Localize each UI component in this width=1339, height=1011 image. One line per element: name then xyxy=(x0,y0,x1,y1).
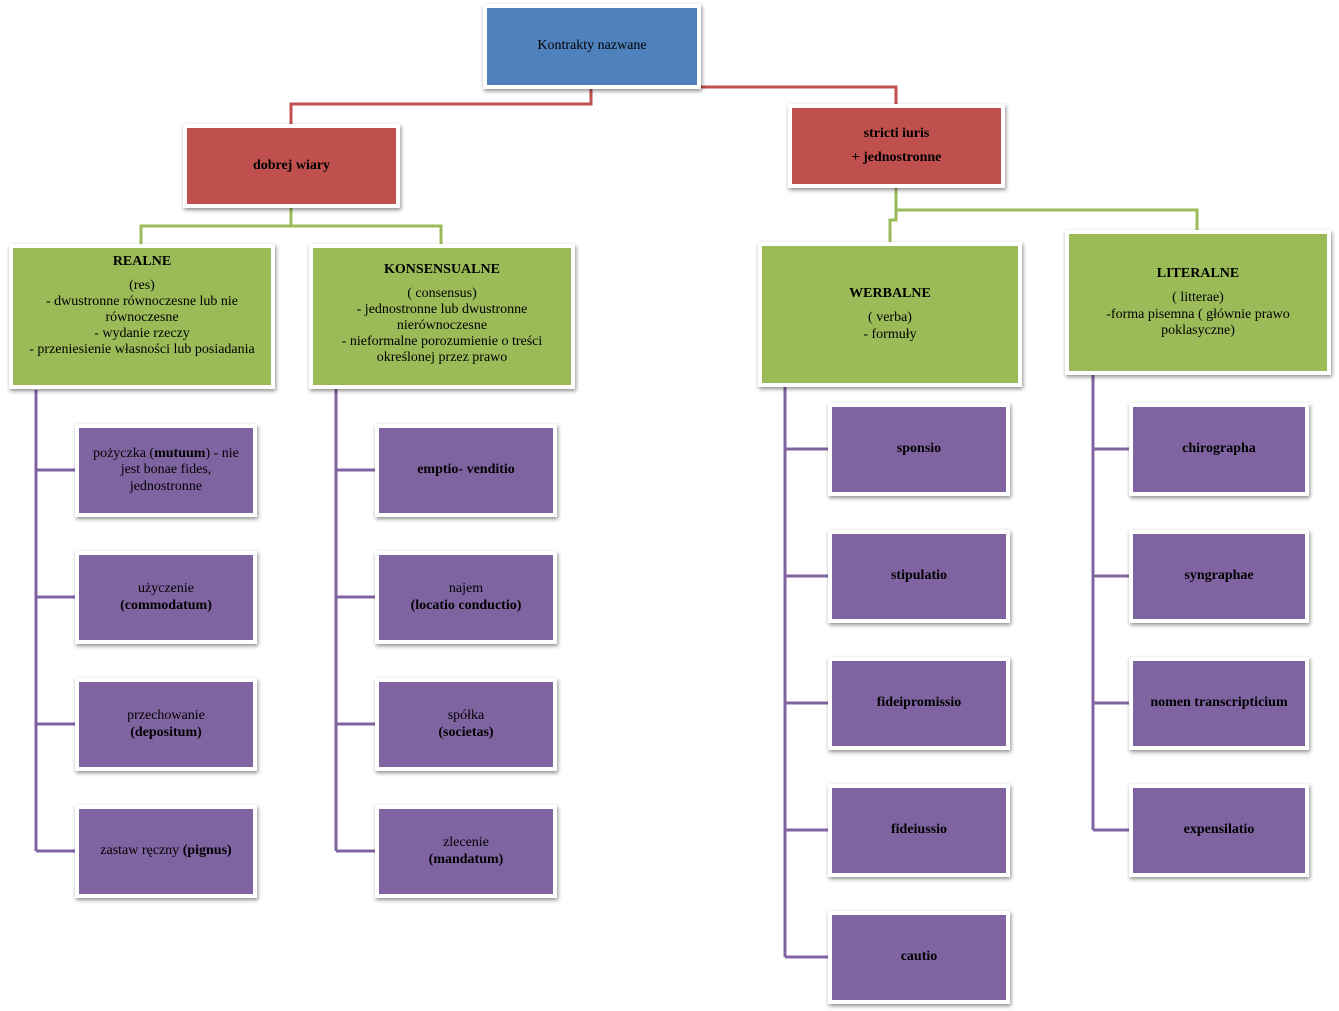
node-term: emptio- venditio xyxy=(417,462,515,478)
node-zastaw-reczny: zastaw ręczny (pignus) xyxy=(75,805,257,898)
node-label: pożyczka (mutuum) - nie jest bonae fides… xyxy=(85,446,247,494)
connector-werbalne-items xyxy=(783,387,828,959)
connector-literalne-items xyxy=(1091,375,1129,832)
node-line: - jednostronne lub dwustronne nierównocz… xyxy=(356,302,528,334)
node-term: expensilatio xyxy=(1183,822,1255,838)
node-text: przechowanie xyxy=(127,708,205,724)
node-expensilatio: expensilatio xyxy=(1129,784,1309,877)
node-term: stipulatio xyxy=(890,568,947,584)
node-title: LITERALNE xyxy=(1156,266,1240,282)
connector-stricti-werbalne xyxy=(888,188,898,242)
node-term: (commodatum) xyxy=(120,597,212,613)
node-uzyczenie: użyczenie (commodatum) xyxy=(75,551,257,644)
node-title: WERBALNE xyxy=(849,286,931,302)
connector-root-stricti xyxy=(700,85,898,104)
node-line: - dwustronne równoczesne lub nie równocz… xyxy=(45,294,239,326)
node-text: zlecenie xyxy=(443,835,489,851)
node-stricti-iuris: stricti iuris + jednostronne xyxy=(788,104,1005,188)
node-title: REALNE xyxy=(112,254,172,269)
node-term: chirographa xyxy=(1182,441,1256,457)
node-term: cautio xyxy=(900,949,938,965)
connector-root-dobrej xyxy=(289,89,593,124)
node-line: ( verba) xyxy=(868,310,912,326)
node-term: fideipromissio xyxy=(876,695,962,711)
connector-konsensualne-items xyxy=(334,388,375,853)
node-werbalne: WERBALNE ( verba) - formuły xyxy=(758,242,1022,387)
node-line: -forma pisemna ( głównie prawo poklasycz… xyxy=(1106,306,1290,338)
node-term: (pignus) xyxy=(182,843,232,859)
node-nomen-transcripticium: nomen transcripticium xyxy=(1129,657,1309,750)
node-pozyczka: pożyczka (mutuum) - nie jest bonae fides… xyxy=(75,424,257,517)
connector-dobrej-realne xyxy=(139,208,293,244)
node-term: mutuum xyxy=(154,446,206,462)
node-syngraphae: syngraphae xyxy=(1129,530,1309,623)
node-line: - formuły xyxy=(863,326,917,342)
node-najem: najem (locatio conductio) xyxy=(375,551,557,644)
node-text: ) - nie jest bonae fides, jednostronne xyxy=(120,446,239,494)
node-sponsio: sponsio xyxy=(828,403,1010,496)
connector-dobrej-konsensualne xyxy=(291,224,443,244)
node-text: pożyczka ( xyxy=(93,446,155,462)
node-label-line1: stricti iuris xyxy=(863,125,930,141)
node-title: KONSENSUALNE xyxy=(384,262,500,277)
connector-stricti-literalne xyxy=(896,208,1199,230)
node-fideiussio: fideiussio xyxy=(828,784,1010,877)
node-text: użyczenie xyxy=(138,581,194,597)
node-term: (societas) xyxy=(438,724,494,740)
node-label: zastaw ręczny (pignus) xyxy=(100,843,231,859)
node-term: fideiussio xyxy=(890,822,947,838)
node-text: spółka xyxy=(447,708,485,724)
node-term: nomen transcripticium xyxy=(1150,695,1288,711)
node-term: syngraphae xyxy=(1184,568,1254,584)
node-literalne: LITERALNE ( litterae) -forma pisemna ( g… xyxy=(1065,230,1331,375)
node-text: zastaw ręczny xyxy=(100,843,183,859)
node-spolka: spółka (societas) xyxy=(375,678,557,771)
connector-realne-items xyxy=(34,390,75,853)
node-term: (locatio conductio) xyxy=(410,597,522,613)
node-line: - wydanie rzeczy xyxy=(94,326,190,342)
node-fideipromissio: fideipromissio xyxy=(828,657,1010,750)
node-line: ( litterae) xyxy=(1172,290,1224,306)
node-text: najem xyxy=(448,581,484,597)
node-line: (res) xyxy=(129,278,155,294)
node-zlecenie: zlecenie (mandatum) xyxy=(375,805,557,898)
node-przechowanie: przechowanie (depositum) xyxy=(75,678,257,771)
node-label: dobrej wiary xyxy=(252,157,331,173)
node-konsensualne: KONSENSUALNE ( consensus) - jednostronne… xyxy=(309,244,575,389)
node-label: Kontrakty nazwane xyxy=(537,38,647,54)
node-term: (mandatum) xyxy=(428,851,504,867)
node-line: - przeniesienie własności lub posiadania xyxy=(29,342,255,358)
node-stipulatio: stipulatio xyxy=(828,530,1010,623)
node-term: (depositum) xyxy=(130,724,202,740)
node-kontrakty-nazwane: Kontrakty nazwane xyxy=(483,4,701,89)
node-term: sponsio xyxy=(896,441,942,457)
node-realne: REALNE (res) - dwustronne równoczesne lu… xyxy=(9,244,275,389)
node-line: ( consensus) xyxy=(407,286,477,302)
node-line: - nieformalne porozumienie o treści okre… xyxy=(341,334,543,366)
node-emptio-venditio: emptio- venditio xyxy=(375,424,557,517)
node-dobrej-wiary: dobrej wiary xyxy=(183,124,400,208)
node-cautio: cautio xyxy=(828,911,1010,1004)
node-chirographa: chirographa xyxy=(1129,403,1309,496)
node-label-line2: + jednostronne xyxy=(851,150,942,165)
